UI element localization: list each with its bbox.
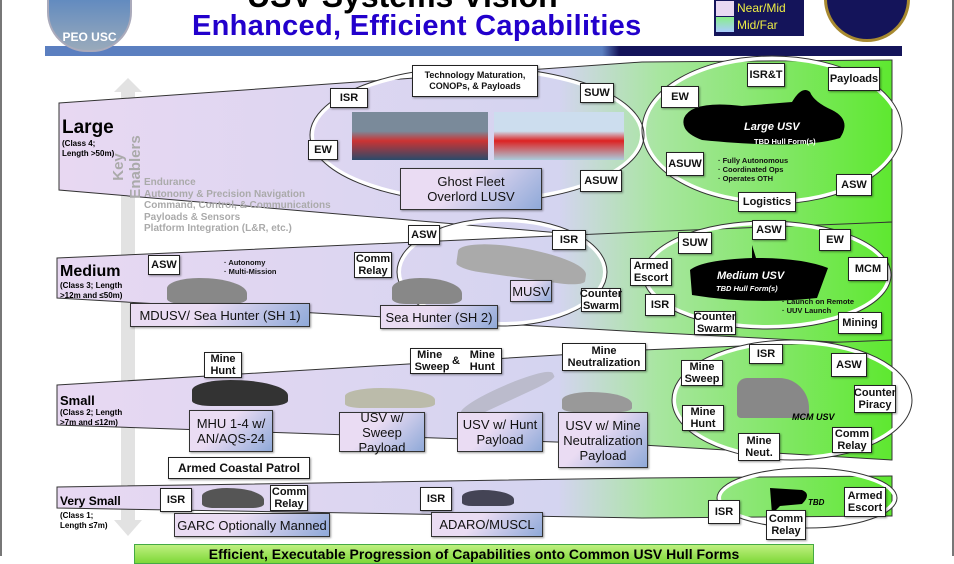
tag-suw: SUW: [678, 232, 712, 254]
tag-isr: ISR: [645, 294, 675, 316]
tag-asw: ASW: [831, 353, 867, 377]
musv: MUSV: [510, 280, 552, 302]
tag-asw: ASW: [408, 225, 440, 245]
tbd-usv-silhouette: [770, 488, 807, 514]
usv-sweep-payload: USV w/ Sweep Payload: [339, 410, 425, 455]
large-usv-label: Large USV: [744, 121, 800, 133]
tag-mine-neutralization: Mine Neutralization: [562, 343, 646, 371]
tag-mine-hunt: Mine Hunt: [682, 405, 724, 431]
sea-hunter-sh2: Sea Hunter (SH 2): [380, 305, 498, 329]
medium-usv-silhouette: [690, 245, 828, 301]
tag-isr: ISR: [552, 230, 586, 250]
mdusv-sea-hunter: MDUSV/ Sea Hunter (SH 1): [130, 303, 310, 327]
sweep-usv-image: [345, 388, 435, 408]
usv-hunt-payload: USV w/ Hunt Payload: [457, 412, 543, 452]
tag-payloads: Payloads: [828, 67, 880, 91]
medium-usv-label: Medium USV: [717, 270, 785, 282]
garc-optionally-manned: GARC Optionally Manned: [174, 513, 330, 537]
ship-photo: [494, 112, 624, 160]
tag-comm-relay: Comm Relay: [766, 510, 806, 540]
class-label-small: Small(Class 2; Length>7m and ≤12m): [60, 393, 123, 427]
tag-armed-escort: Armed Escort: [630, 258, 672, 286]
ghost-fleet-overlord: Ghost Fleet Overlord LUSV: [400, 168, 542, 210]
neut-usv-image: [562, 392, 632, 412]
tag-isr: ISR: [160, 488, 192, 512]
tag-asuw: ASUW: [580, 170, 622, 192]
class-label-medium: Medium(Class 3; Length>12m and ≤50m): [60, 263, 123, 300]
page-title: USV Systems Vision: [247, 0, 558, 15]
tag-tech-maturation: Technology Maturation, CONOPs, & Payload…: [412, 65, 538, 97]
legend: Near/Mid Mid/Far: [714, 0, 804, 36]
tag-mcm: MCM: [848, 257, 888, 281]
tag-armed-escort: Armed Escort: [844, 487, 886, 517]
large-usv-bullets: · Fully Autonomous· Coordinated Ops· Ope…: [718, 156, 789, 183]
tag-logistics: Logistics: [738, 192, 796, 212]
tag-ew: EW: [308, 140, 338, 160]
mhu-image: [192, 380, 288, 406]
sea-hunter-2-image: [392, 278, 462, 304]
class-label-very-small: Very Small(Class 1;Length ≤7m): [60, 494, 121, 530]
tag-isrt: ISR&T: [747, 63, 785, 87]
medium-usv-bullets: · Launch on Remote· UUV Launch: [782, 297, 855, 315]
tag-asw: ASW: [836, 174, 872, 196]
mcm-usv-label: MCM USV: [792, 412, 835, 422]
tag-mining: Mining: [838, 312, 882, 334]
tag-mine-neut: Mine Neut.: [738, 433, 780, 461]
tag-counter-swarm: Counter Swarm: [579, 288, 623, 312]
tag-counter-swarm: Counter Swarm: [693, 311, 737, 335]
mhu-1-4: MHU 1-4 w/ AN/AQS-24: [189, 410, 273, 452]
tag-comm-relay: Comm Relay: [354, 252, 392, 278]
tag-asw: ASW: [148, 255, 180, 275]
mcm-usv-image: [737, 378, 809, 418]
tag-comm-relay: Comm Relay: [832, 427, 872, 453]
tag-mine-hunt: Mine Hunt: [204, 352, 242, 378]
tbd-usv-label: TBD: [808, 498, 825, 507]
large-usv-silhouette: [683, 89, 845, 145]
tag-ew: EW: [819, 229, 851, 251]
adaro-muscl: ADARO/MUSCL: [431, 512, 543, 537]
class-label-large: Large(Class 4;Length >50m): [62, 117, 115, 158]
legend-near-mid: Near/Mid: [737, 1, 786, 15]
ship-photo: [352, 112, 488, 160]
garc-image: [202, 488, 264, 508]
tag-isr: ISR: [330, 88, 368, 108]
large-usv-hull: TBD Hull Form(s): [754, 137, 816, 146]
usv-mine-neutralization-payload: USV w/ Mine Neutralization Payload: [558, 412, 648, 468]
footer-banner: Efficient, Executable Progression of Cap…: [134, 544, 814, 564]
tag-ew: EW: [661, 86, 699, 108]
key-enablers-label: Key Enablers: [110, 135, 144, 199]
tag-isr: ISR: [420, 487, 452, 511]
tag-comm-relay: Comm Relay: [270, 485, 308, 511]
tag-mine-sweep: Mine Sweep: [681, 360, 723, 386]
sea-hunter-image: [167, 278, 247, 304]
sea-hunter-bullets: · Autonomy· Multi-Mission: [224, 258, 277, 276]
armed-coastal-patrol: Armed Coastal Patrol: [168, 457, 310, 479]
tag-asw: ASW: [752, 220, 786, 240]
legend-mid-far: Mid/Far: [737, 17, 778, 32]
tag-counter-piracy: Counter Piracy: [853, 385, 897, 413]
page-subtitle: Enhanced, Efficient Capabilities: [192, 10, 642, 42]
tag-asuw: ASUW: [666, 152, 704, 176]
tag-isr: ISR: [749, 344, 783, 364]
header-band: [45, 46, 902, 56]
tag-mine-sweep-hunt: Mine Sweep&Mine Hunt: [410, 348, 502, 374]
medium-usv-hull: TBD Hull Form(s): [716, 284, 778, 293]
tag-isr: ISR: [708, 500, 740, 524]
tag-suw: SUW: [580, 83, 614, 103]
adaro-image: [462, 490, 514, 506]
